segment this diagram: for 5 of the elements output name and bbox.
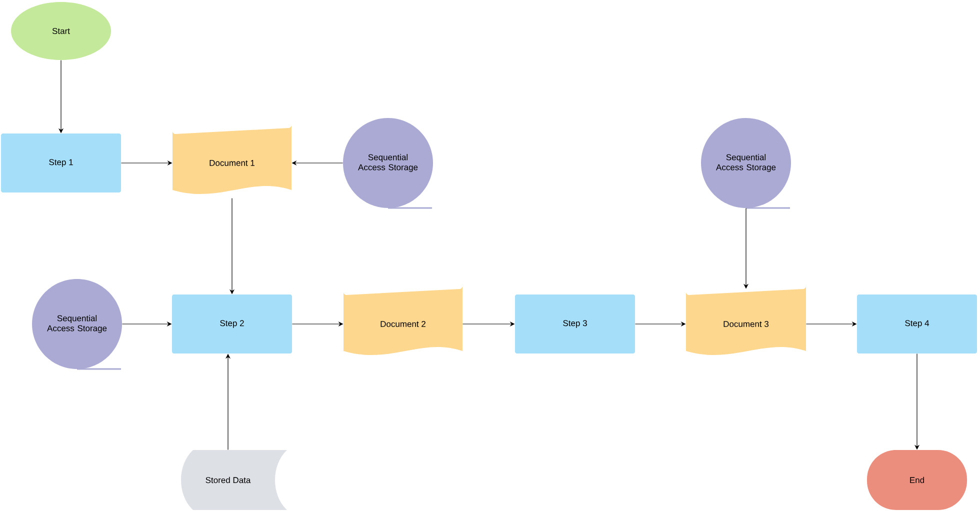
- process-box: Step 2: [172, 294, 292, 354]
- process-box: Step 1: [1, 134, 122, 192]
- process-box: Step 3: [515, 294, 635, 354]
- end-terminal: End: [867, 450, 967, 510]
- process-box: Step 4: [857, 294, 977, 354]
